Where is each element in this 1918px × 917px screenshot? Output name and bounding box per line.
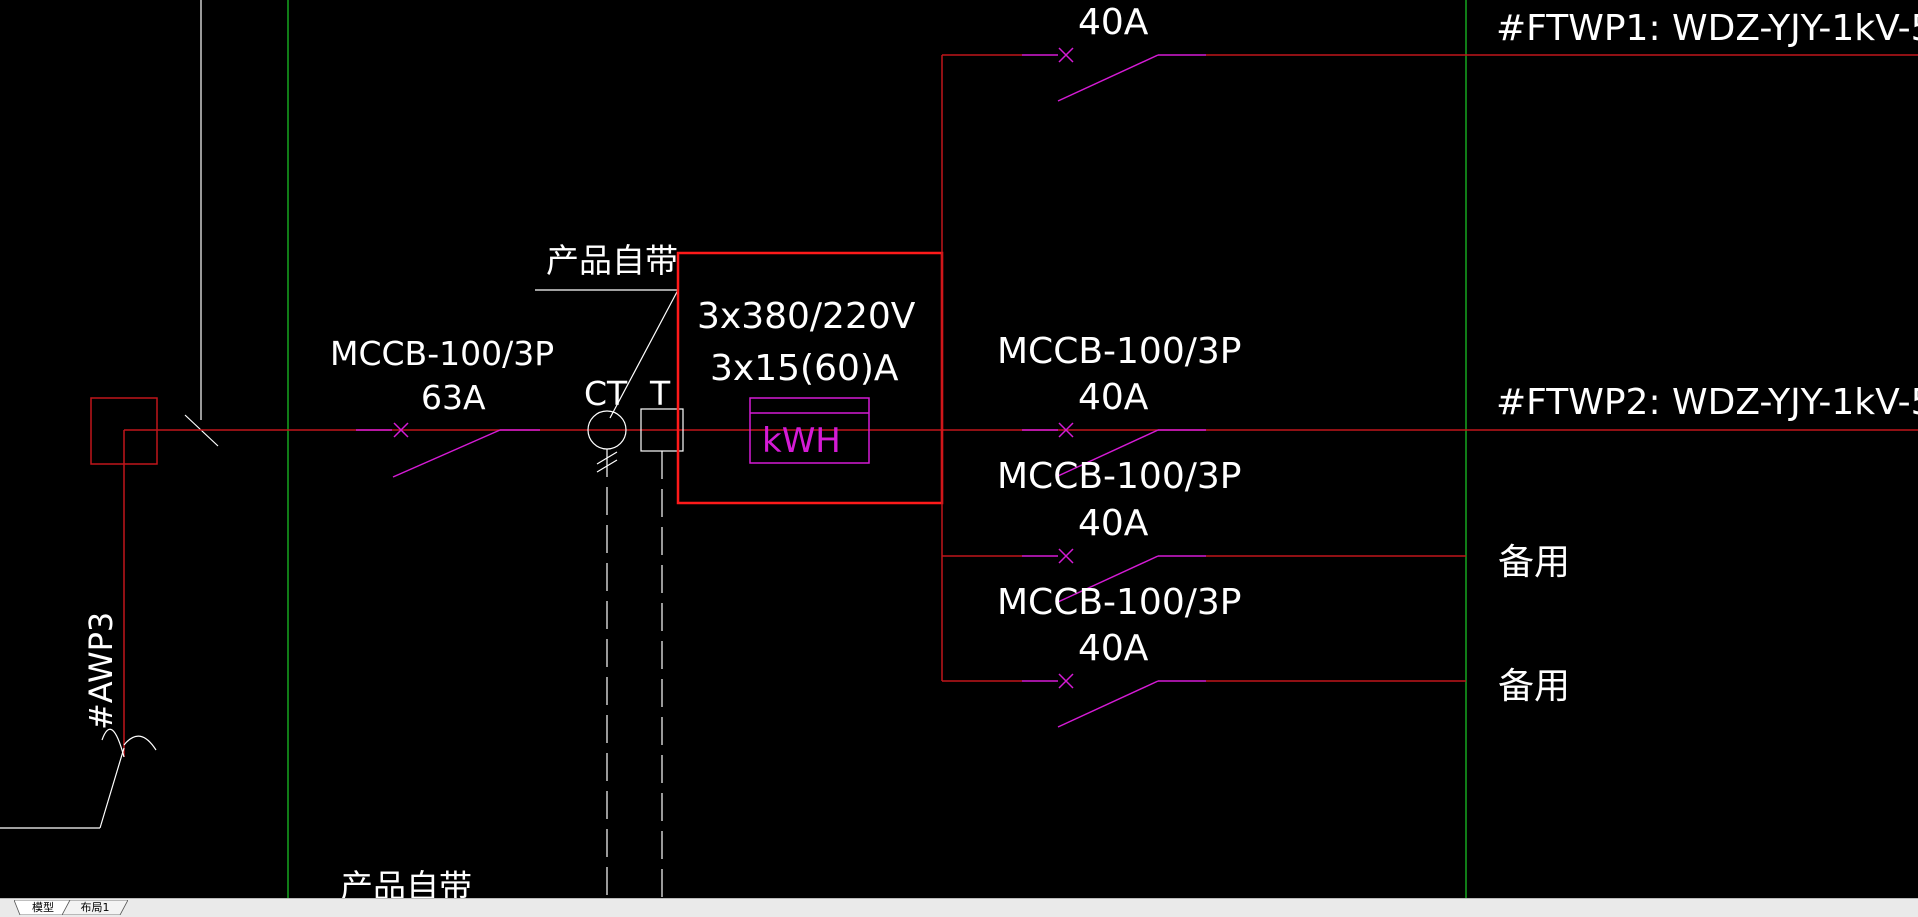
spare2-label: 备用	[1498, 666, 1570, 707]
supplied-note-bottom: 产品自带	[340, 867, 472, 898]
branch2-model: MCCB-100/3P	[997, 331, 1241, 372]
branch4-model: MCCB-100/3P	[997, 582, 1241, 623]
supplied-note-leader	[609, 289, 679, 419]
feeder1-label: #FTWP1: WDZ-YJY-1kV-5	[1496, 8, 1918, 49]
branch1-breaker-blade	[1057, 54, 1159, 102]
meter-voltage-rating: 3x380/220V	[697, 296, 916, 337]
branch2-breaker-x-icon	[1058, 422, 1074, 438]
branch4-breaker-x-icon	[1058, 673, 1074, 689]
branch4-breaker-blade	[1057, 680, 1159, 728]
t-label: T	[649, 374, 671, 413]
branch4-rating: 40A	[1078, 628, 1149, 669]
branch2-rating: 40A	[1078, 377, 1149, 418]
branch2-breaker-blade	[1057, 429, 1159, 477]
branch3-model: MCCB-100/3P	[997, 456, 1241, 497]
spare1-label: 备用	[1498, 542, 1570, 583]
kwh-meter-label: kWH	[762, 421, 841, 461]
cad-drawing-canvas[interactable]: #AWP3 MCCB-100/3P 63A 产品自带 CT T 3x380/22…	[0, 0, 1918, 898]
supplied-note: 产品自带	[546, 241, 678, 280]
incoming-leader-diag	[99, 747, 125, 829]
meter-current-rating: 3x15(60)A	[710, 348, 899, 389]
branch1-rating: 40A	[1078, 2, 1149, 43]
incoming-label: #AWP3	[82, 612, 120, 730]
main-breaker-model: MCCB-100/3P	[330, 334, 554, 373]
tab-layout1-shape	[62, 900, 128, 915]
layout-tab-bar: 模型 布局1	[0, 898, 1918, 917]
tab-layout1[interactable]: 布局1	[62, 900, 128, 915]
branch3-breaker-blade	[1057, 555, 1159, 603]
branch1-breaker-x-icon	[1058, 47, 1074, 63]
feeder2-label: #FTWP2: WDZ-YJY-1kV-5	[1496, 382, 1918, 423]
main-breaker-rating: 63A	[421, 378, 486, 417]
tab-model-shape	[14, 900, 72, 915]
incoming-cable-curve	[101, 728, 157, 758]
branch3-rating: 40A	[1078, 503, 1149, 544]
tab-layout1-label: 布局1	[80, 901, 110, 914]
ct-secondary-ticks	[596, 451, 618, 473]
tab-model[interactable]: 模型	[14, 900, 72, 915]
kwh-meter-box[interactable]	[749, 397, 870, 464]
tab-model-label: 模型	[32, 901, 54, 914]
main-breaker-x-icon	[393, 422, 409, 438]
branch3-breaker-x-icon	[1058, 548, 1074, 564]
ct-label: CT	[584, 374, 628, 413]
main-breaker-blade	[392, 429, 501, 478]
